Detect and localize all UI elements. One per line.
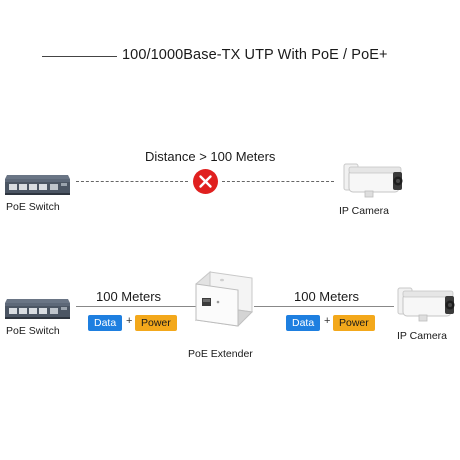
- right-distance-label: 100 Meters: [294, 289, 360, 304]
- poe-extender-icon: [194, 270, 254, 327]
- plus-sign: +: [126, 315, 133, 327]
- power-badge: Power: [333, 315, 375, 331]
- poe-switch-icon: [5, 175, 70, 195]
- plus-sign: +: [324, 315, 331, 327]
- power-badge: Power: [135, 315, 177, 331]
- top-camera-label: IP Camera: [339, 205, 389, 217]
- data-badge: Data: [286, 315, 321, 331]
- ip-camera-icon: [397, 287, 455, 322]
- page-title: 100/1000Base-TX UTP With PoE / PoE+: [122, 47, 388, 63]
- bottom-switch-label: PoE Switch: [6, 325, 60, 337]
- title-rule: [42, 56, 117, 57]
- poe-switch-icon: [5, 299, 70, 319]
- bottom-link-left: [76, 306, 196, 307]
- x-circle-icon: [193, 169, 218, 194]
- bottom-link-right: [254, 306, 394, 307]
- top-link-left: [76, 181, 188, 182]
- bottom-camera-label: IP Camera: [397, 330, 447, 342]
- data-badge: Data: [88, 315, 123, 331]
- left-distance-label: 100 Meters: [96, 289, 162, 304]
- distance-label: Distance > 100 Meters: [145, 149, 276, 164]
- top-link-right: [222, 181, 334, 182]
- top-switch-label: PoE Switch: [6, 201, 60, 213]
- ip-camera-icon: [343, 163, 403, 198]
- extender-label: PoE Extender: [188, 348, 253, 360]
